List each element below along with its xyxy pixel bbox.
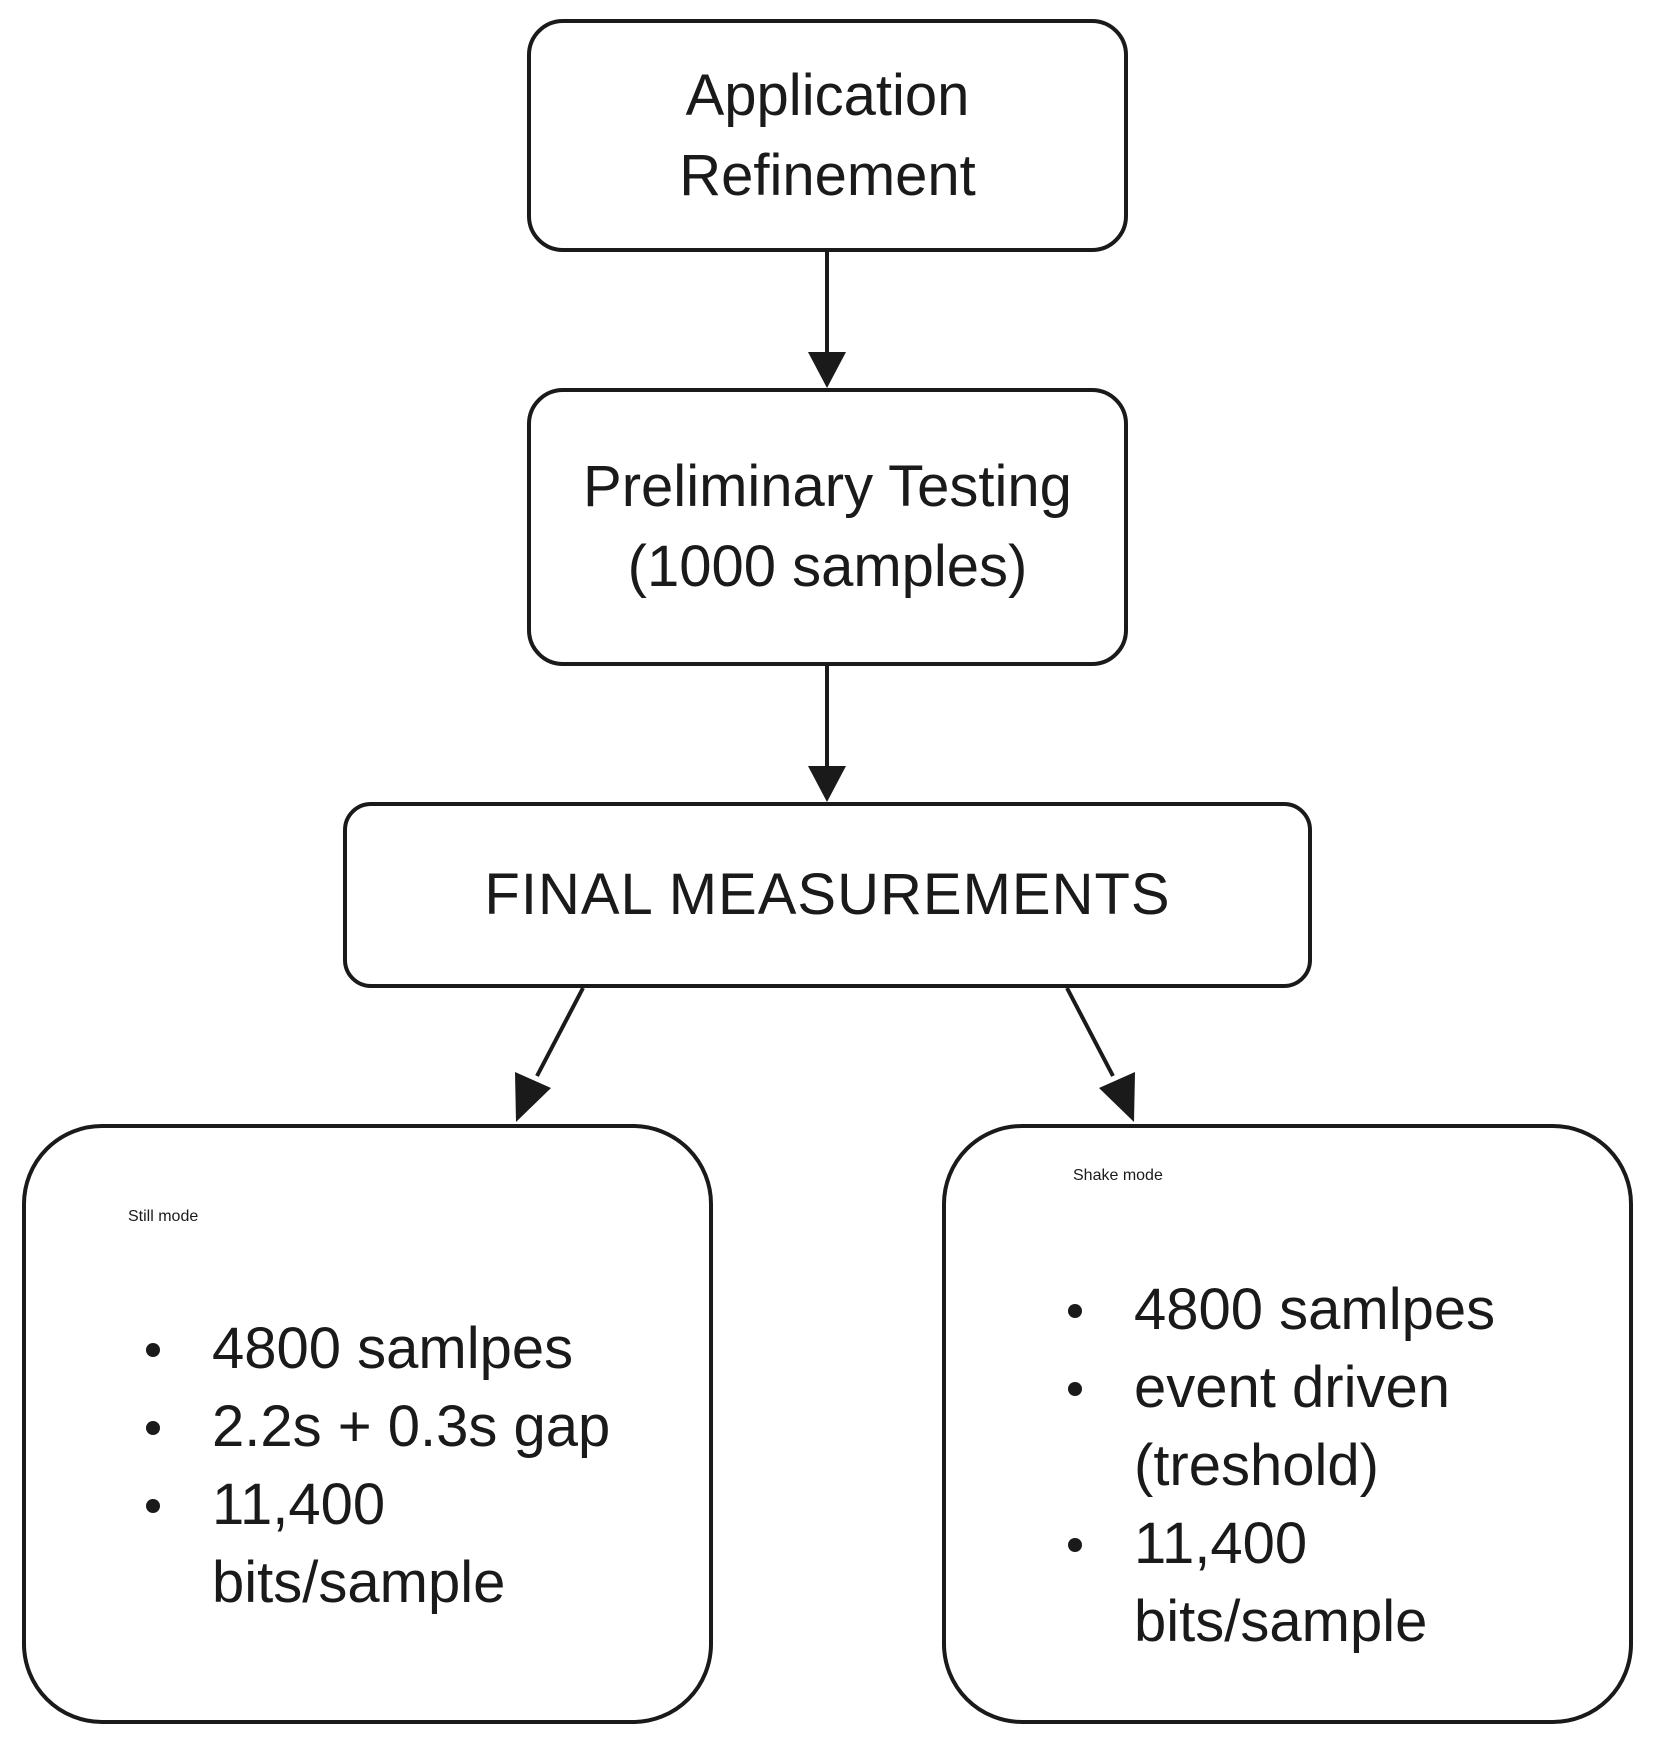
node-label-line: Application — [685, 62, 970, 128]
list-item: 11,400 bits/sample — [140, 1466, 680, 1622]
still-mode-list: 4800 samlpes 2.2s + 0.3s gap 11,400 bits… — [140, 1310, 680, 1622]
node-label: Application Refinement — [679, 56, 976, 216]
shake-mode-list: 4800 samlpes event driven (treshold) 11,… — [1062, 1271, 1602, 1661]
shake-mode-title: Shake mode — [1073, 1167, 1163, 1184]
list-item: event driven (treshold) — [1062, 1349, 1602, 1505]
node-label: Preliminary Testing (1000 samples) — [583, 447, 1072, 607]
node-shake-mode — [942, 1124, 1633, 1724]
node-label-line: Preliminary Testing — [583, 454, 1072, 519]
node-final-measurements: FINAL MEASUREMENTS — [343, 802, 1312, 988]
list-item: 4800 samlpes — [140, 1310, 680, 1388]
arrow-refinement-to-preliminary — [808, 252, 846, 388]
list-item: 4800 samlpes — [1062, 1271, 1602, 1349]
node-label: FINAL MEASUREMENTS — [484, 862, 1171, 927]
arrow-preliminary-to-final — [808, 666, 846, 802]
arrow-final-to-still — [515, 987, 585, 1122]
arrow-final-to-shake — [1065, 987, 1135, 1122]
node-label-line: Refinement — [679, 142, 976, 208]
list-item: 2.2s + 0.3s gap — [140, 1388, 680, 1466]
node-preliminary-testing: Preliminary Testing (1000 samples) — [527, 388, 1128, 666]
node-application-refinement: Application Refinement — [527, 19, 1128, 252]
still-mode-title: Still mode — [128, 1208, 199, 1225]
node-still-mode — [22, 1124, 713, 1724]
node-label-line: (1000 samples) — [627, 534, 1028, 599]
list-item: 11,400 bits/sample — [1062, 1505, 1602, 1661]
